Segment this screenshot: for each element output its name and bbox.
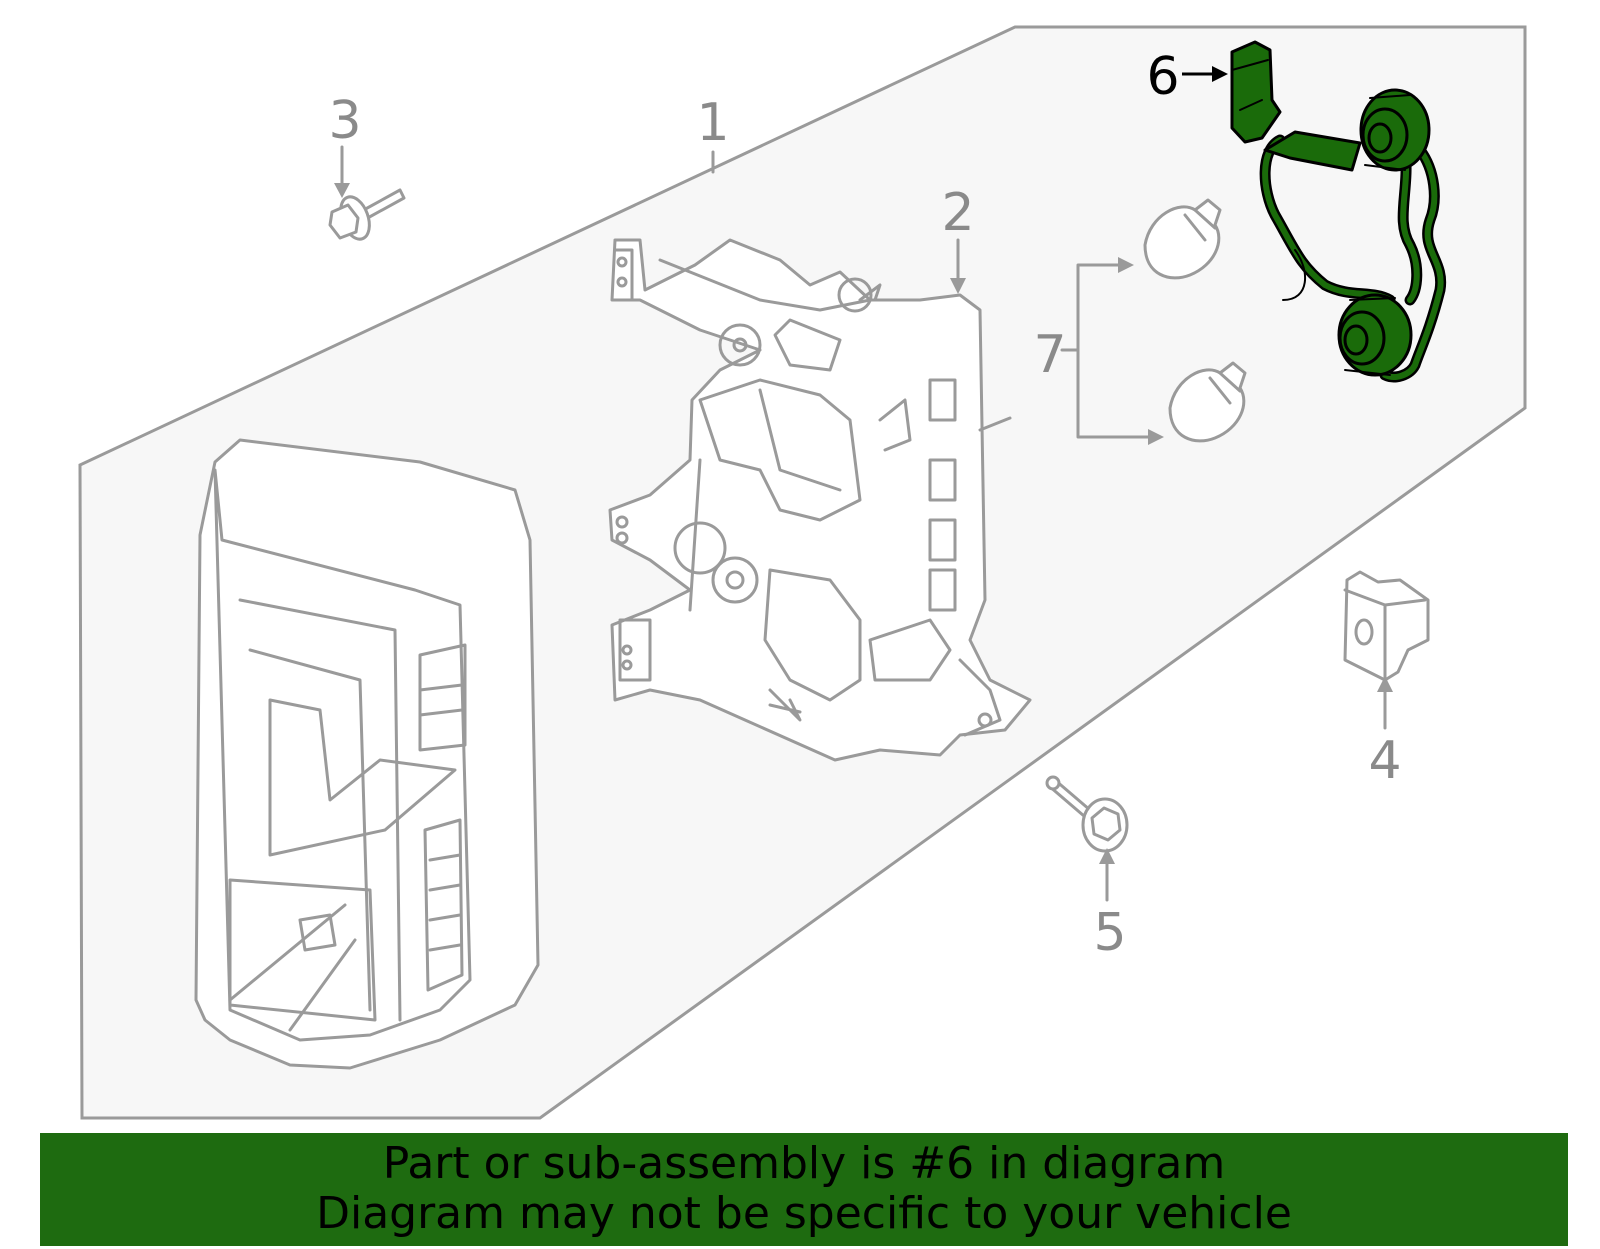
bulb-upper [1143, 198, 1222, 280]
callout-4: 4 [1368, 731, 1401, 791]
wiring-harness [1230, 40, 1447, 383]
bolt-part-3 [328, 188, 406, 241]
lamp-housing [608, 238, 1032, 762]
bolt-part-5 [1045, 775, 1129, 853]
clip-part-4 [1343, 570, 1430, 682]
banner-line-1: Part or sub-assembly is #6 in diagram [382, 1138, 1226, 1189]
callout-3: 3 [328, 91, 361, 151]
callout-2: 2 [941, 183, 974, 243]
info-banner: Part or sub-assembly is #6 in diagram Di… [40, 1133, 1568, 1246]
callout-7: 7 [1033, 325, 1066, 385]
bulb-lower [1168, 361, 1247, 443]
callout-6: 6 [1146, 47, 1179, 107]
callout-5: 5 [1093, 903, 1126, 963]
leader-lines [334, 66, 1393, 902]
banner-line-2: Diagram may not be specific to your vehi… [316, 1188, 1292, 1239]
tail-lamp-lens [194, 438, 540, 1070]
callout-1: 1 [696, 93, 729, 153]
